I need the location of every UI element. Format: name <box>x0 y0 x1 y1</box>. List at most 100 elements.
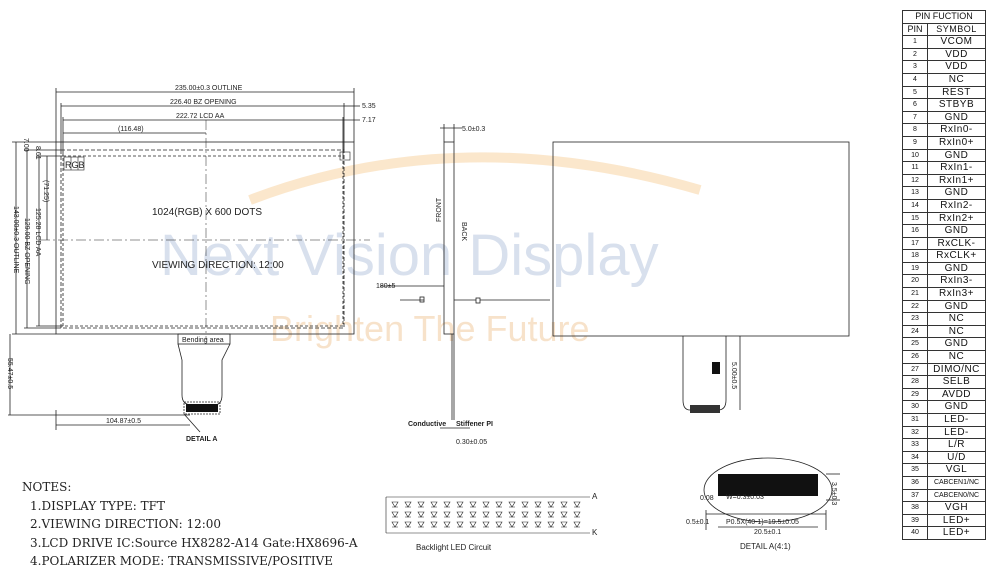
pin-symbol: GND <box>927 110 986 125</box>
dim-55-47: 55.47±0.5 <box>6 358 13 389</box>
resolution-text: 1024(RGB) X 600 DOTS <box>152 207 262 218</box>
pin-number: 3 <box>902 60 928 74</box>
pin-symbol: SELB <box>927 375 986 389</box>
pin-number: 1 <box>902 35 928 49</box>
pin-symbol: DIMO/NC <box>927 362 986 377</box>
watermark-brand: Next Vision Display <box>160 223 659 288</box>
led-diode-icon <box>495 511 503 518</box>
pin-number: 38 <box>902 501 928 515</box>
led-diode-icon <box>456 501 464 508</box>
pin-symbol: LED+ <box>927 513 986 528</box>
led-diode-icon <box>404 511 412 518</box>
led-diode-icon <box>469 511 477 518</box>
pin-number: 33 <box>902 438 928 452</box>
led-diode-icon <box>404 521 412 528</box>
pin-number: 18 <box>902 249 928 263</box>
pin-symbol: L/R <box>927 438 986 452</box>
note-line: 2.VIEWING DIRECTION: 12:00 <box>30 517 222 531</box>
pin-number: 14 <box>902 198 928 213</box>
led-diode-icon <box>534 521 542 528</box>
led-diode-icon <box>508 501 516 508</box>
pin-col-header: PIN <box>902 22 928 37</box>
pin-number: 21 <box>902 287 928 301</box>
notes-title: NOTES: <box>22 480 72 494</box>
led-diode-icon <box>443 521 451 528</box>
detail-w: W=0.3±0.03 <box>726 494 764 501</box>
led-diode-icon <box>482 501 490 508</box>
pin-symbol: REST <box>927 85 986 100</box>
led-diode-icon <box>430 511 438 518</box>
pin-number: 39 <box>902 513 928 528</box>
pin-symbol: RxIn2+ <box>927 211 986 226</box>
pin-symbol: RxIn1+ <box>927 173 986 188</box>
note-line: 4.POLARIZER MODE: TRANSMISSIVE/POSITIVE <box>30 554 334 568</box>
pin-symbol: RxIn2- <box>927 198 986 213</box>
led-diode-icon <box>443 511 451 518</box>
dim-outline-width: 235.00±0.3 OUTLINE <box>175 85 243 92</box>
led-diode-icon <box>508 521 516 528</box>
pin-number: 10 <box>902 148 928 163</box>
dim-71-25: (71.25) <box>42 180 49 202</box>
pin-number: 36 <box>902 475 928 490</box>
pin-symbol: LED+ <box>927 526 986 540</box>
cathode-label: K <box>592 528 598 537</box>
pin-number: 22 <box>902 299 928 314</box>
pin-symbol: NC <box>927 72 986 87</box>
pin-number: 7 <box>902 110 928 125</box>
dim-129-00: 129.00 BZ OPENING <box>23 218 30 285</box>
dim-lcd-aa-width: 222.72 LCD AA <box>176 113 225 120</box>
dim-7-00: 7.00 <box>22 138 29 152</box>
pin-number: 28 <box>902 375 928 389</box>
led-diode-icon <box>391 521 399 528</box>
pin-symbol: GND <box>927 186 986 200</box>
pin-symbol: RxCLK+ <box>927 249 986 263</box>
pin-symbol: VDD <box>927 47 986 62</box>
backlight-circuit <box>385 496 590 534</box>
dim-180: 180±5 <box>376 283 396 290</box>
led-diode-icon <box>573 511 581 518</box>
stiffener-label: Stiffener PI <box>456 421 493 428</box>
notes-block: NOTES: 1.DISPLAY TYPE: TFT 2.VIEWING DIR… <box>22 478 358 571</box>
led-diode-icon <box>469 501 477 508</box>
pin-number: 24 <box>902 324 928 339</box>
pin-number: 31 <box>902 413 928 427</box>
pin-symbol: RxIn0+ <box>927 135 986 150</box>
pin-symbol: U/D <box>927 450 986 465</box>
pin-number: 2 <box>902 47 928 62</box>
dim-center: (116.48) <box>118 126 144 133</box>
led-diode-icon <box>560 511 568 518</box>
dim-5-35: 5.35 <box>362 103 376 110</box>
led-diode-icon <box>521 501 529 508</box>
back-view <box>552 141 850 413</box>
pin-number: 34 <box>902 450 928 465</box>
pin-symbol: VGL <box>927 463 986 477</box>
pin-symbol: NC <box>927 350 986 364</box>
symbol-col-header: SYMBOL <box>927 22 986 37</box>
detail-total: 20.5±0.1 <box>754 529 781 536</box>
pin-number: 30 <box>902 400 928 414</box>
led-diode-icon <box>573 501 581 508</box>
